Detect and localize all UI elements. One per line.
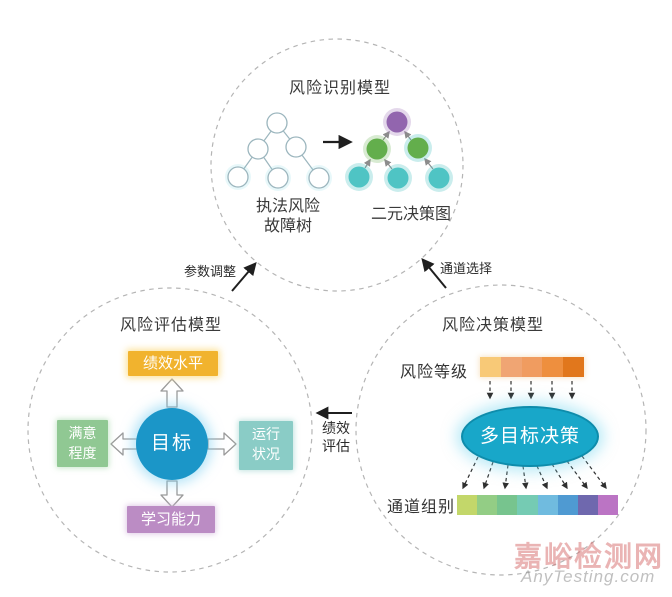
bar-segment [557, 495, 578, 515]
channel-select-label: 通道选择 [439, 261, 492, 276]
hub-arrow-left [110, 432, 138, 456]
bar-segment [542, 357, 564, 377]
decision-title: 风险决策模型 [441, 317, 544, 334]
multi-objective-ellipse: 多目标决策 [461, 406, 599, 467]
bdd-branch-node [366, 138, 388, 160]
fault-tree-label: 执法风险 故障树 [255, 198, 320, 235]
bar-segment [563, 357, 584, 377]
model-circle-borders [27, 38, 647, 576]
ellipse-to-channel-arrows [462, 455, 607, 490]
param-adjust-arrow [231, 262, 257, 292]
decision-circle [355, 284, 647, 576]
fault-tree [225, 112, 332, 191]
goal-hub-arrows [110, 378, 237, 508]
bar-segment [497, 495, 518, 515]
hub-arrow-up [160, 378, 184, 408]
bdd-root-node [386, 111, 408, 133]
channel-group-bar [457, 495, 618, 515]
bdd-tree [345, 108, 453, 192]
risk-level-bar [480, 357, 584, 377]
param-adjust-label: 参数调整 [183, 264, 236, 279]
inter-model-arrows [231, 257, 447, 420]
identification-circle [210, 38, 464, 292]
fault-node [247, 138, 269, 160]
bar-segment [480, 357, 501, 377]
fault-node [285, 136, 307, 158]
bdd-leaf-node [387, 167, 409, 189]
fault-node [227, 166, 249, 188]
watermark-site-url: AnyTesting.com [521, 567, 656, 586]
fault-node [308, 167, 330, 189]
bdd-leaf-node [348, 166, 370, 188]
bar-segment [457, 495, 478, 515]
assessment-circle [27, 287, 313, 573]
risk-to-ellipse-arrows [486, 381, 576, 400]
fault-tree-nodes [225, 112, 332, 191]
goal-circle: 目标 [136, 408, 208, 480]
operating-status-box: 运行 状况 [239, 421, 293, 470]
bar-segment [521, 357, 543, 377]
bar-segment [597, 495, 618, 515]
assessment-title: 风险评估模型 [119, 317, 222, 334]
learning-ability-box: 学习能力 [127, 506, 215, 533]
channel-select-arrow [421, 257, 447, 289]
bdd-leaf-node [428, 167, 450, 189]
bar-segment [477, 495, 498, 515]
perf-eval-label: 绩效 评估 [322, 420, 350, 455]
bdd-branch-node [407, 137, 429, 159]
bdd-nodes [345, 108, 453, 192]
hub-arrow-down [160, 480, 184, 508]
bdd-label: 二元决策图 [370, 206, 451, 223]
bar-segment [577, 495, 598, 515]
fault-node [267, 167, 289, 189]
performance-level-box: 绩效水平 [128, 351, 218, 376]
bar-segment [537, 495, 558, 515]
bar-segment [517, 495, 538, 515]
bar-segment [500, 357, 522, 377]
channel-group-label: 通道组别 [387, 499, 456, 516]
risk-level-label: 风险等级 [400, 364, 469, 381]
satisfaction-box: 满意 程度 [57, 420, 108, 467]
fault-node [266, 112, 288, 134]
identification-title: 风险识别模型 [288, 80, 391, 97]
hub-arrow-right [207, 432, 237, 456]
watermark-site-name: 嘉峪检测网 [514, 541, 665, 572]
